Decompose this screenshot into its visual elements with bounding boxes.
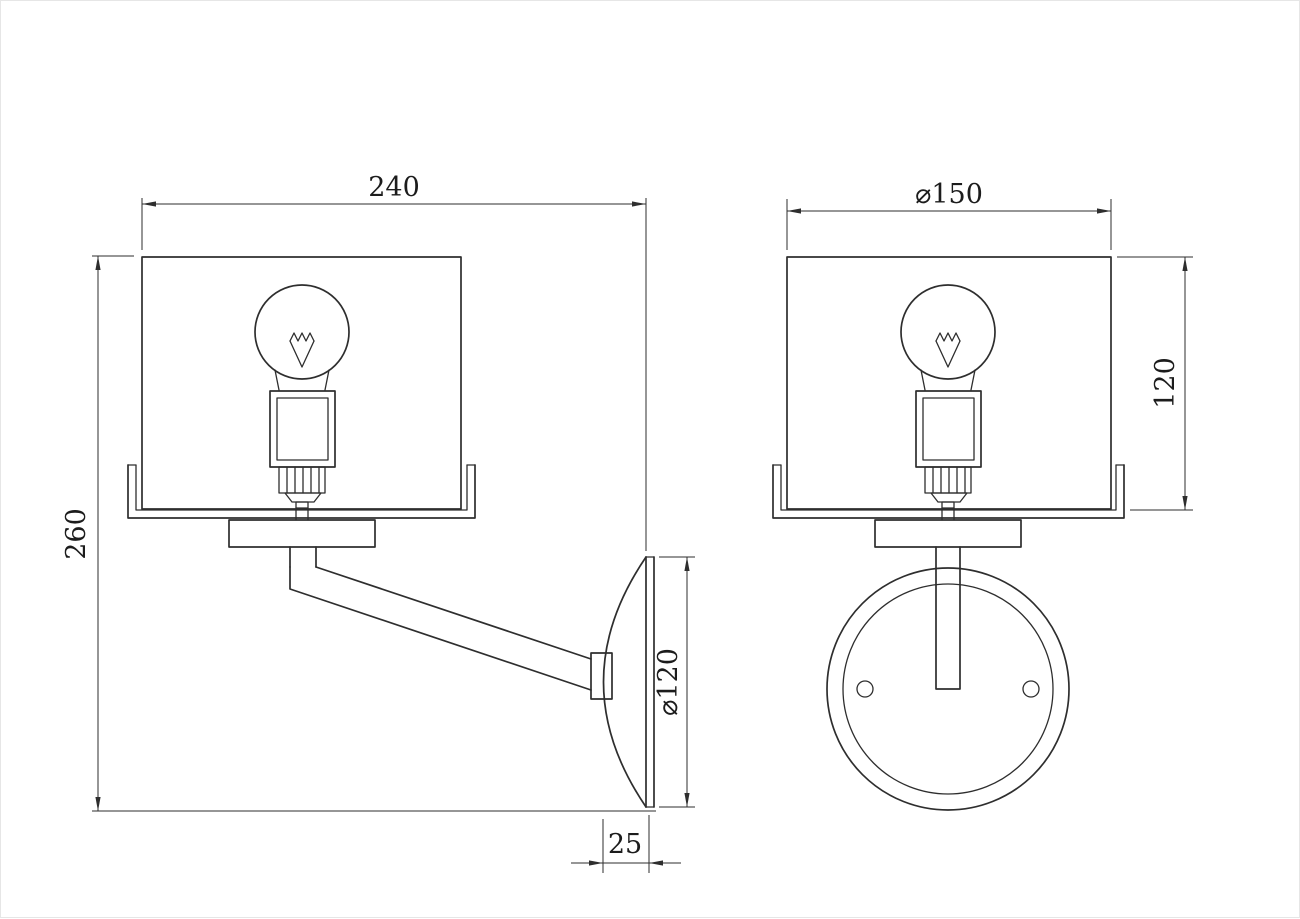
light-bulb-front [900,284,996,391]
dim-backplate-depth: 25 [571,815,681,873]
dim-side-overall-height: 260 [61,255,656,812]
dim-label-25: 25 [608,829,642,860]
bracket-outer [772,464,1125,519]
dim-side-overall-width: 240 [141,172,647,551]
shade-bracket-front [772,464,1125,519]
light-bulb-side [254,284,350,391]
filament-coil [935,332,961,342]
socket-tip [284,492,322,503]
socket-stem-through [941,507,955,521]
dim-label-150: ⌀150 [915,179,983,210]
wall-arm-side [289,546,613,700]
dim-label-120: 120 [1150,357,1181,409]
socket-thread-ridges [932,466,966,494]
socket-thread-body [924,466,972,494]
lamp-socket-side [269,390,336,521]
filament-supports [289,340,315,368]
screw-hole-right [1022,680,1040,698]
lamp-socket-front [915,390,982,521]
socket-stem-through [295,507,309,521]
dim-label-260: 260 [61,508,92,560]
dim-extension-lines [92,255,656,812]
front-view: ⌀150 120 [772,179,1193,811]
dim-label-plate-diameter: ⌀120 [653,648,684,716]
arm-wall-collar [590,652,613,700]
filament-coil [289,332,315,342]
socket-housing-outer [915,390,982,468]
bulb-glass [254,284,350,380]
socket-tip [930,492,968,503]
dim-label-240: 240 [368,172,420,203]
dim-extension-lines [1117,256,1193,511]
screw-hole-left [856,680,874,698]
plate-edge-lines [645,556,655,808]
shade-bracket-side [127,464,476,519]
bracket-outer [127,464,476,519]
dim-extension-lines [141,198,647,551]
mounting-plate-front [874,519,1022,548]
shade-outline-front [786,256,1112,510]
plate-dome-curve [602,556,647,808]
bulb-glass [900,284,996,380]
arm-bar [289,566,592,691]
arm-neck [289,546,317,568]
shade-outline-side [141,256,462,510]
plate-inner-circle [842,583,1054,795]
plate-outer-circle [826,567,1070,811]
dim-backplate-diameter: ⌀120 [653,556,695,808]
side-view: 240 260 ⌀120 25 [61,172,695,873]
dim-shade-diameter: ⌀150 [786,179,1112,250]
filament-supports [935,340,961,368]
socket-housing-inner [922,397,975,461]
dim-shade-height: 120 [1117,256,1193,511]
mounting-plate-side [228,519,376,548]
mounting-stem-front [935,546,961,690]
plate-edge-caps [645,556,655,808]
wall-plate-profile [602,556,655,808]
bulb-neck [274,369,330,391]
socket-contact [295,501,309,509]
socket-housing-inner [276,397,329,461]
dim-extension-lines [786,199,1112,250]
socket-contact [941,501,955,509]
bulb-neck [920,369,976,391]
wall-plate-front [826,567,1070,811]
socket-thread-ridges [286,466,320,494]
bracket-inner [780,464,1117,511]
socket-housing-outer [269,390,336,468]
bracket-inner [135,464,468,511]
socket-thread-body [278,466,326,494]
